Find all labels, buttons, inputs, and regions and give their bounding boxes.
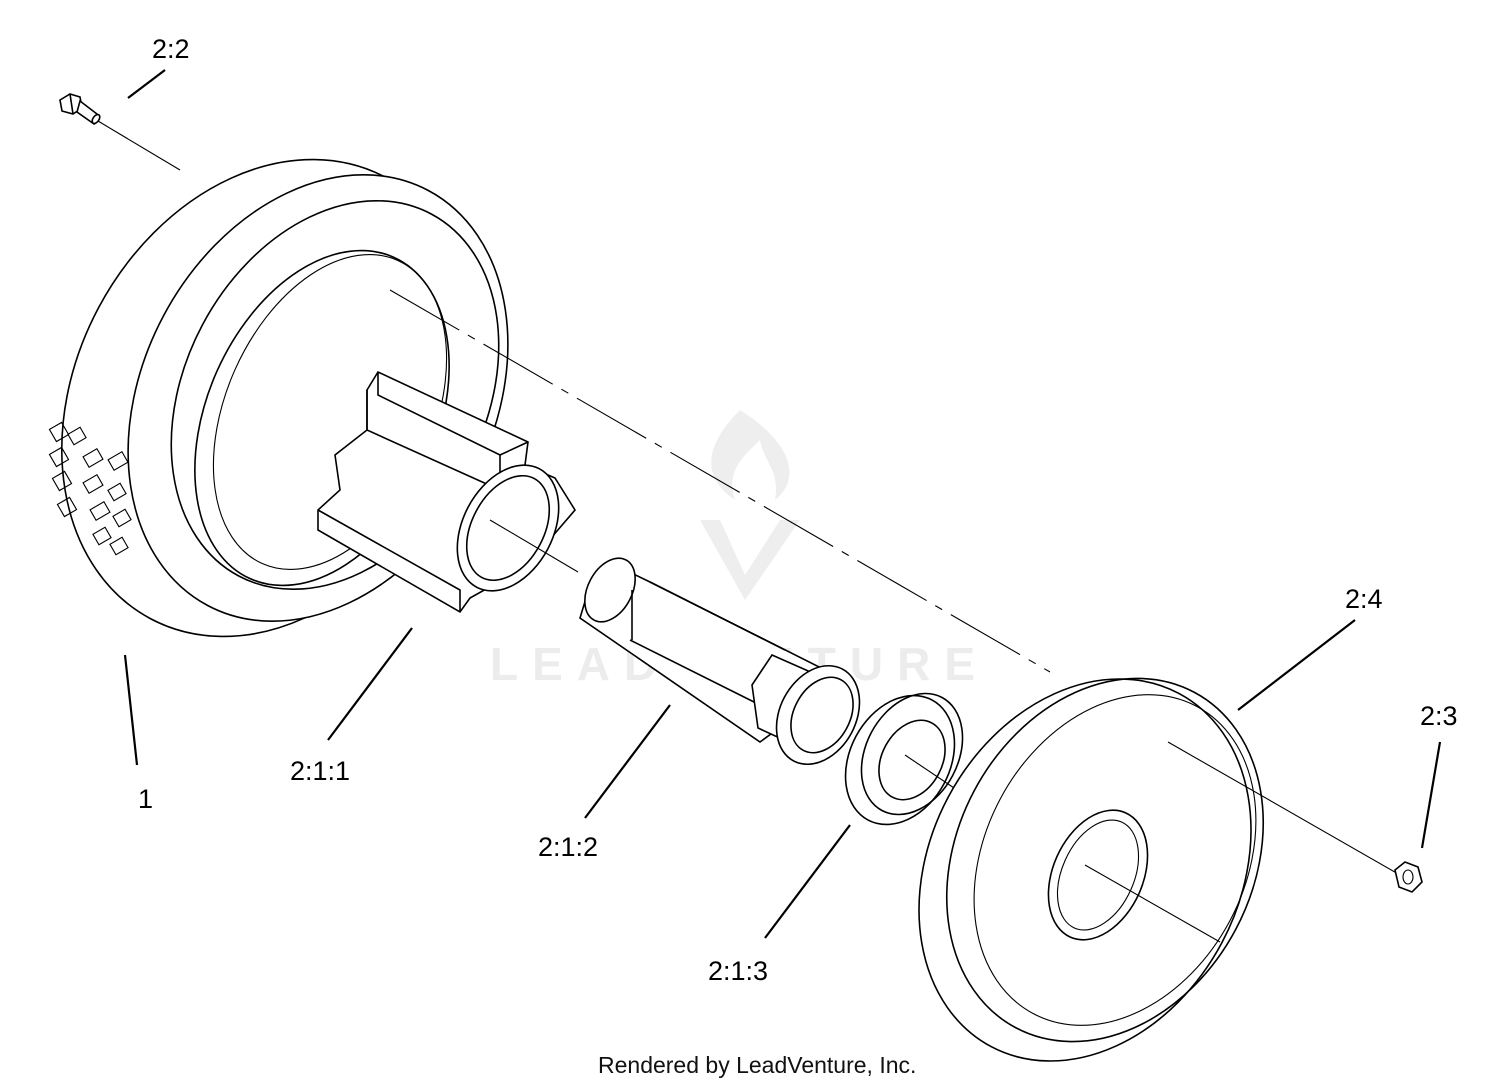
bearing-washer-part	[844, 692, 964, 826]
callout-2-1-3: 2:1:3	[708, 956, 768, 986]
leader-2-1-3	[764, 824, 851, 939]
callout-leaders	[123, 69, 1442, 939]
axle-spacer-part	[579, 557, 861, 766]
leader-2-1-1	[327, 627, 413, 741]
callout-2-3: 2:3	[1420, 701, 1458, 731]
bolt-part	[59, 93, 181, 171]
callout-2-1-1: 2:1:1	[290, 756, 350, 786]
wheel-rim-part	[918, 677, 1401, 1062]
leader-2-3	[1420, 741, 1442, 849]
leader-2-1-2	[584, 704, 671, 819]
callout-2-2: 2:2	[152, 34, 190, 64]
hex-hub-part	[317, 370, 579, 614]
flame-logo-icon	[711, 410, 790, 500]
nut-part	[1394, 861, 1423, 893]
callout-2-4: 2:4	[1345, 584, 1383, 614]
v-logo-icon	[700, 520, 800, 600]
axis-centerline	[389, 289, 1051, 673]
leader-1	[123, 654, 139, 766]
callout-1: 1	[138, 784, 153, 814]
tire-part	[48, 158, 509, 638]
rendered-by-footer: Rendered by LeadVenture, Inc.	[598, 1052, 916, 1078]
callout-labels: 2:2 1 2:1:1 2:1:2 2:1:3 2:4 2:3	[138, 34, 1458, 986]
leader-2-2	[127, 69, 166, 99]
leader-2-4	[1237, 619, 1356, 711]
tread-pattern	[48, 421, 132, 556]
callout-2-1-2: 2:1:2	[538, 832, 598, 862]
